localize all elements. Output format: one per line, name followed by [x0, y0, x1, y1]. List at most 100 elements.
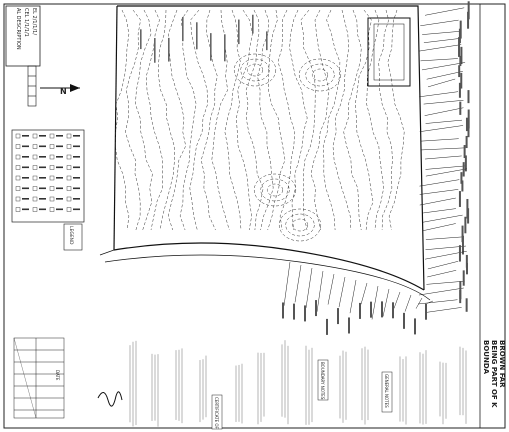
title-heading: BOUNDA: [482, 340, 490, 375]
leader-line: [425, 165, 466, 170]
contour-ring: [240, 58, 270, 82]
legend-symbol: [49, 133, 55, 139]
legend-text-stub: [22, 166, 29, 169]
annotation-text-stub: [467, 109, 470, 129]
legend-text-stub: [73, 187, 80, 190]
leader-line: [349, 279, 357, 314]
leader-line: [419, 197, 456, 206]
legal-description-box: AL DESCRIPTION CEL 1/1/1/1 EL 2/1/1/1/: [5, 5, 41, 67]
annotation-text-stub: [467, 127, 470, 138]
leader-line: [305, 267, 313, 308]
legend-symbol: [32, 133, 38, 139]
contour-ring: [285, 213, 315, 237]
legend-text-stub: [56, 187, 63, 190]
leader-line: [423, 99, 464, 105]
annotation-text-stub: [224, 34, 226, 62]
annotation-text-stub: [414, 318, 416, 335]
legend-text-stub: [73, 135, 80, 137]
leader-line: [425, 155, 462, 160]
contour-line: [322, 9, 341, 231]
contour-ring: [298, 58, 342, 92]
contour-line: [211, 9, 230, 231]
leader-line: [420, 19, 459, 27]
leader-line: [360, 282, 368, 305]
building-outline: [367, 17, 411, 87]
annotation-text-stub: [458, 28, 461, 44]
legend-symbol: [32, 175, 38, 181]
annotation-text-stub: [370, 301, 372, 318]
legend-symbol: [66, 133, 72, 139]
contour-ring: [253, 173, 297, 207]
annotation-text-stub: [460, 46, 463, 65]
legend-symbol: [49, 165, 55, 170]
annotation-text-stub: [381, 301, 383, 318]
legend-text-stub: [73, 145, 80, 148]
annotation-text-stub: [154, 38, 156, 63]
leader-line: [422, 214, 463, 223]
annotation-text-stub: [465, 298, 468, 312]
contour-ring: [246, 63, 264, 77]
annotation-text-stub: [140, 29, 142, 50]
contour-line: [289, 9, 308, 231]
contour-line: [343, 9, 362, 231]
annotation-text-stub: [403, 312, 405, 329]
contour-ring: [233, 53, 277, 87]
annotation-text-stub: [462, 270, 465, 286]
annotation-text-stub: [463, 145, 466, 158]
leader-line: [426, 307, 462, 313]
contour-line: [245, 9, 264, 231]
note-columns: [129, 340, 467, 427]
sheet-border: [3, 3, 506, 429]
legend-label: LEGEND: [68, 226, 74, 245]
contour-ring: [291, 218, 309, 232]
annotation-text-stub: [182, 16, 184, 42]
leader-line: [422, 31, 460, 35]
annotation-text-stub: [464, 216, 467, 234]
contour-line: [387, 9, 405, 231]
legend-text-stub: [73, 166, 80, 169]
legend-text-stub: [39, 208, 46, 211]
legend-symbol: [49, 154, 55, 160]
legend-symbol: [15, 165, 21, 170]
annotation-text-stub: [459, 55, 462, 67]
leader-line: [419, 125, 464, 132]
scale-bar: [27, 65, 37, 107]
legend-symbol: [66, 154, 72, 160]
annotation-text-stub: [210, 33, 212, 61]
annotation-text-stub: [461, 225, 464, 243]
annotation-text-stub: [425, 303, 427, 320]
legend-symbol: [15, 144, 21, 149]
legend-text-stub: [56, 135, 63, 137]
contour-line: [236, 9, 253, 231]
annotation-text-stub: [465, 254, 468, 268]
legend-symbol: [15, 154, 21, 160]
leader-line: [427, 261, 459, 270]
leader-line: [327, 273, 335, 305]
leader-line: [427, 78, 456, 88]
annotation-text-stub: [461, 180, 464, 192]
legend-text-stub: [56, 198, 63, 200]
north-arrow-letter: N: [60, 87, 67, 96]
legend-symbol: [32, 144, 38, 149]
annotation-text-stub: [238, 19, 240, 45]
legend-symbol: [15, 133, 21, 139]
annotation-text-stub: [461, 235, 464, 255]
annotation-text-stub: [282, 302, 284, 319]
annotation-text-stub: [458, 65, 461, 78]
contour-line: [310, 9, 330, 231]
leader-line: [382, 288, 390, 317]
legend-box: [11, 129, 85, 223]
title-line-3: BROWN FAR: [498, 340, 506, 388]
annotation-text-stub: [168, 37, 170, 62]
note-headings: CERTIFICATE OF BOUNDARY NOTES GENERAL NO…: [211, 359, 393, 430]
contour-line: [189, 9, 208, 231]
legend-symbol: [15, 207, 21, 212]
legal-description-line-2: EL 2/1/1/1/: [31, 8, 37, 35]
contour-line: [300, 9, 316, 231]
contour-line: [200, 9, 218, 231]
contour-ring: [260, 178, 290, 202]
surveyor-signature: [97, 391, 123, 407]
annotation-text-stub: [392, 302, 394, 319]
general-notes-heading: GENERAL NOTES: [384, 374, 389, 408]
annotation-text-stub: [326, 318, 328, 335]
